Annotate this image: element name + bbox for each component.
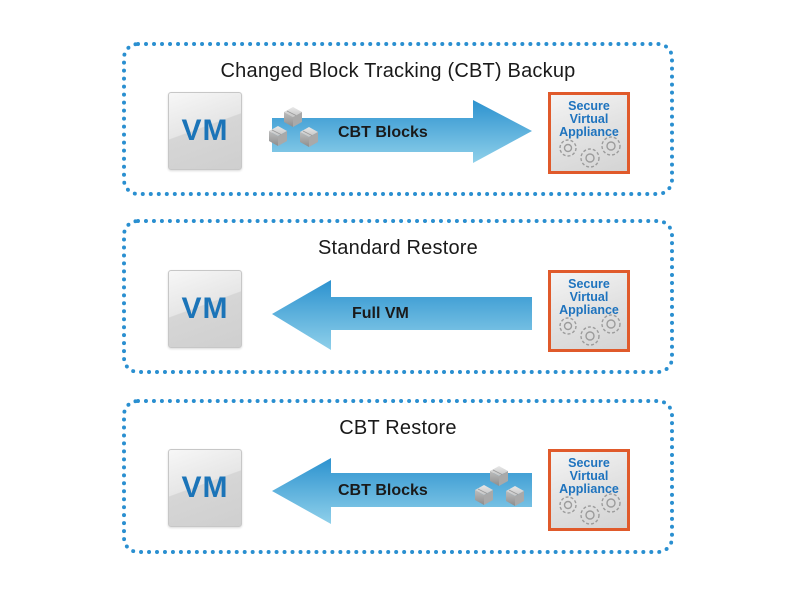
arrow-label: CBT Blocks (338, 124, 428, 141)
vm-icon: VM (168, 270, 242, 348)
sva-label-line: Appliance (559, 303, 619, 317)
secure-virtual-appliance-icon: Secure Virtual Appliance (548, 270, 630, 352)
panel-standard-restore: Standard Restore VM Secure Virtual Appli… (122, 219, 674, 374)
panel-title: CBT Restore (339, 417, 457, 439)
vm-label: VM (181, 292, 229, 325)
panel-cbt-restore: CBT Restore VM Secure Virtual Appliance (122, 399, 674, 554)
arrow-label: CBT Blocks (338, 482, 428, 499)
sva-label-line: Appliance (559, 482, 619, 496)
gears-icon (559, 136, 621, 168)
blocks-icon (268, 107, 319, 148)
panel-title: Changed Block Tracking (CBT) Backup (220, 60, 576, 82)
gears-icon (559, 493, 621, 525)
sva-label-line: Secure (568, 99, 610, 113)
vm-icon: VM (168, 449, 242, 527)
vm-icon: VM (168, 92, 242, 170)
gears-icon (559, 314, 621, 346)
sva-label-line: Appliance (559, 125, 619, 139)
sva-label-line: Virtual (569, 290, 609, 304)
secure-virtual-appliance-icon: Secure Virtual Appliance (548, 449, 630, 531)
blocks-icon (474, 466, 525, 507)
panel-cbt-backup: Changed Block Tracking (CBT) Backup VM S… (122, 42, 674, 196)
sva-label: Secure Virtual Appliance (551, 278, 627, 317)
vm-label: VM (181, 471, 229, 504)
sva-label-line: Secure (568, 456, 610, 470)
vm-label: VM (181, 114, 229, 147)
sva-label-line: Virtual (569, 469, 609, 483)
secure-virtual-appliance-icon: Secure Virtual Appliance (548, 92, 630, 174)
sva-label-line: Virtual (569, 112, 609, 126)
sva-label-line: Secure (568, 277, 610, 291)
arrow-label: Full VM (352, 305, 409, 322)
sva-label: Secure Virtual Appliance (551, 457, 627, 496)
panel-title: Standard Restore (318, 237, 478, 259)
sva-label: Secure Virtual Appliance (551, 100, 627, 139)
